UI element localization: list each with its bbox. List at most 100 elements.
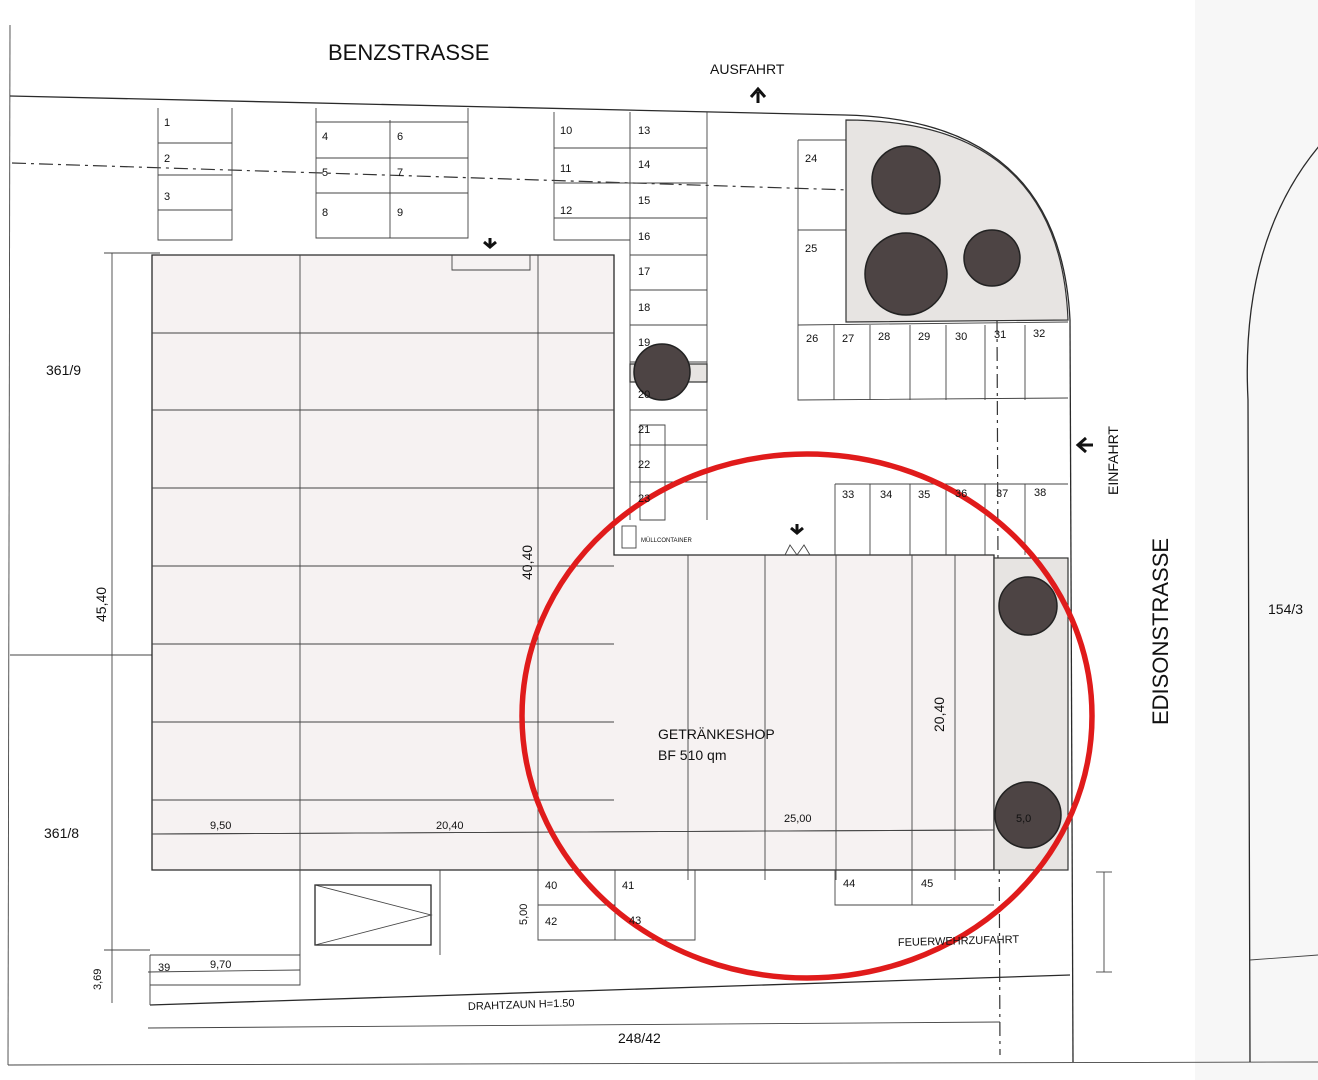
parking-space-number: 2	[164, 153, 170, 165]
container-icon	[621, 525, 637, 549]
dim-label: 9,50	[210, 820, 231, 832]
dimension-lines	[104, 252, 1112, 1029]
parking-space-number: 40	[545, 880, 557, 892]
exit-label: AUSFAHRT	[710, 61, 785, 77]
corner-curb	[844, 114, 1071, 321]
parking-space-number: 43	[629, 915, 641, 927]
left-border	[7, 24, 11, 1066]
paper-fold-shade	[1195, 0, 1318, 1080]
parking-space-number: 27	[842, 333, 854, 345]
parcel-label: 248/42	[618, 1030, 661, 1046]
parking-space-number: 25	[805, 243, 817, 255]
parking-space-number: 19	[638, 337, 650, 349]
tree-icon	[994, 781, 1062, 849]
parcel-label: 361/9	[46, 362, 81, 378]
entrance-arrow-icon	[483, 238, 497, 249]
parking-space-number: 5	[322, 167, 328, 179]
parking-space-number: 15	[638, 195, 650, 207]
parking-space-number: 16	[638, 231, 650, 243]
parking-column-13-23	[629, 112, 708, 520]
property-boundary-dashed	[11, 162, 851, 191]
tree-icon	[963, 229, 1021, 287]
parking-space-number: 30	[955, 331, 967, 343]
parking-space-number: 34	[880, 489, 892, 501]
parking-space-number: 32	[1033, 328, 1045, 340]
parking-space-number: 36	[955, 488, 967, 500]
parking-block-24-25	[797, 139, 846, 325]
tree-icon	[864, 232, 948, 316]
parking-space-number: 9	[397, 207, 403, 219]
street-label-benz: BENZSTRASSE	[328, 40, 489, 65]
parking-space-number: 14	[638, 159, 650, 171]
entry-arrow-icon	[1075, 436, 1093, 454]
shop-entrance-arrow-icon	[790, 524, 804, 535]
bike-rack-icon	[639, 424, 666, 521]
dim-label: 40,40	[519, 545, 535, 580]
parking-space-number: 3	[164, 191, 170, 203]
main-building-fill	[152, 255, 614, 870]
parking-space-number: 13	[638, 125, 650, 137]
parking-space-number: 45	[921, 878, 933, 890]
parking-space-number: 21	[638, 424, 650, 436]
parking-space-number: 41	[622, 880, 634, 892]
parking-space-number: 38	[1034, 487, 1046, 499]
parking-space-number: 18	[638, 302, 650, 314]
tree-icon	[633, 343, 691, 401]
container-label: MÜLLCONTAINER	[641, 537, 693, 544]
parking-space-number: 35	[918, 489, 930, 501]
parking-block-1-3	[157, 108, 233, 241]
parking-space-number: 11	[560, 163, 571, 175]
parking-space-number: 4	[322, 131, 328, 143]
parking-space-number: 1	[164, 117, 170, 129]
parking-space-number: 22	[638, 459, 650, 471]
parking-space-number: 42	[545, 916, 557, 928]
parking-space-number: 7	[397, 167, 403, 179]
tree-icon	[871, 145, 941, 215]
shop-door-icon	[784, 544, 811, 556]
edisonstrasse-far-curb	[1246, 146, 1318, 1063]
highlight-circle	[519, 451, 1095, 981]
fire-access-label: FEUERWEHRZUFAHRT	[898, 934, 1020, 949]
parking-space-number: 29	[918, 331, 930, 343]
parking-space-number: 20	[638, 389, 650, 401]
dim-label: 20,40	[931, 697, 947, 732]
parking-space-number: 6	[397, 131, 403, 143]
ramp-box	[299, 870, 441, 955]
fence-label: DRAHTZAUN H=1.50	[468, 997, 575, 1013]
benzstrasse-curb	[9, 95, 846, 116]
dim-label: 9,70	[210, 959, 231, 971]
parking-block-4-9	[315, 108, 469, 239]
parking-space-number: 28	[878, 331, 890, 343]
dim-label: 5,00	[518, 904, 530, 925]
parking-space-number: 26	[806, 333, 818, 345]
dim-label: 20,40	[436, 820, 464, 832]
dim-label: 5,0	[1016, 813, 1031, 825]
parking-row-26-32	[797, 321, 1069, 401]
edisonstrasse-curb	[1069, 319, 1074, 1063]
dim-label: 25,00	[784, 813, 812, 825]
fence-line	[149, 974, 1071, 1006]
shop-building-fill	[614, 555, 994, 870]
parking-space-number: 44	[843, 878, 855, 890]
parking-space-number: 37	[996, 488, 1008, 500]
parking-space-number: 31	[994, 329, 1006, 341]
parking-space-number: 24	[805, 153, 817, 165]
parking-space-number: 39	[158, 962, 170, 974]
shop-name: GETRÄNKESHOP	[658, 726, 775, 742]
parking-space-number: 12	[560, 205, 572, 217]
exit-arrow-icon	[749, 86, 767, 103]
parcel-boundary-east	[1249, 954, 1318, 961]
shop-area: BF 510 qm	[658, 747, 726, 763]
parking-space-number: 33	[842, 489, 854, 501]
street-label-edison: EDISONSTRASSE	[1148, 538, 1173, 725]
parcel-label: 361/8	[44, 825, 79, 841]
delivery-notch	[451, 255, 531, 271]
dim-label: 45,40	[93, 587, 109, 622]
parking-space-number: 23	[638, 493, 650, 505]
bottom-border	[7, 1061, 1318, 1066]
entry-label: EINFAHRT	[1105, 426, 1121, 495]
parking-space-number: 17	[638, 266, 650, 278]
parcel-label: 154/3	[1268, 601, 1303, 617]
